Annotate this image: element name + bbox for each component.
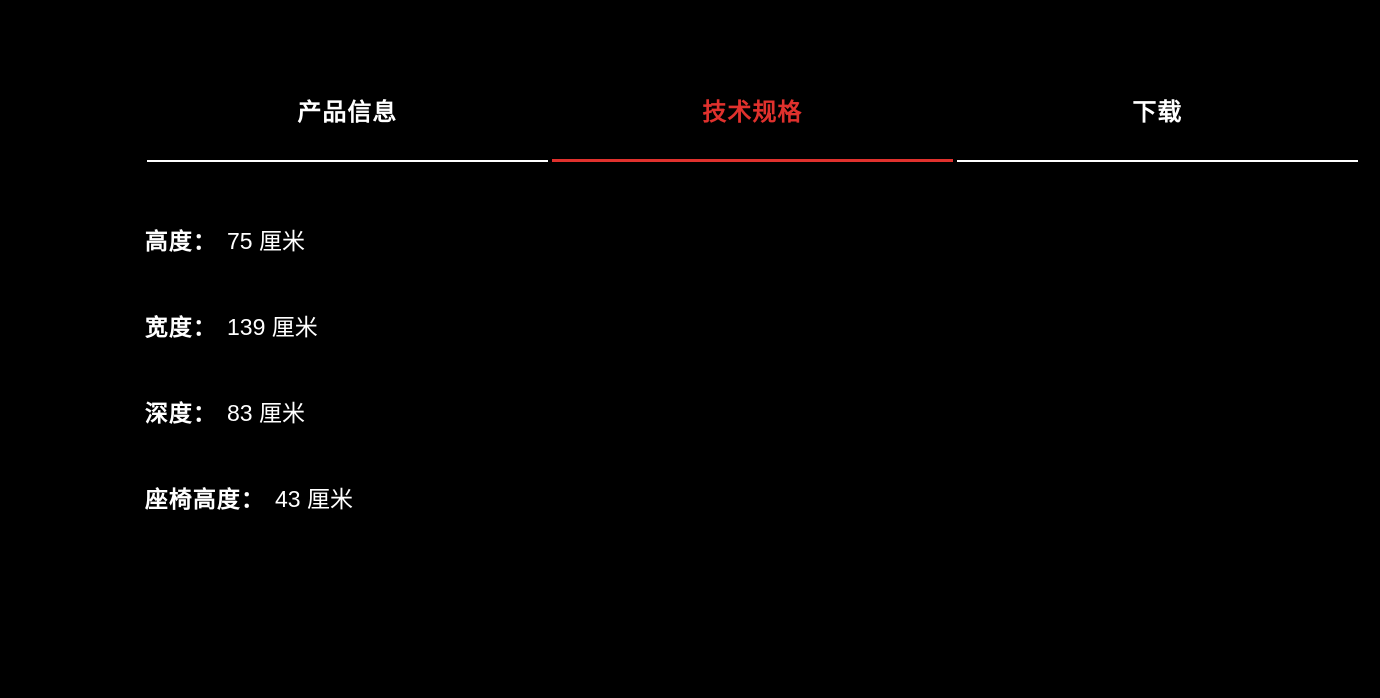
spec-value-seat-height: 43 厘米 <box>275 486 353 512</box>
tab-product-info[interactable]: 产品信息 <box>147 92 548 162</box>
spec-label-width: 宽度： <box>145 314 217 340</box>
tab-bar: 产品信息 技术规格 下载 <box>145 92 1360 162</box>
spec-row-seat-height: 座椅高度： 43 厘米 <box>145 488 1380 511</box>
spec-value-height: 75 厘米 <box>227 228 305 254</box>
tab-downloads[interactable]: 下载 <box>957 92 1358 162</box>
spec-label-height: 高度： <box>145 228 217 254</box>
spec-row-depth: 深度： 83 厘米 <box>145 402 1380 425</box>
spec-row-height: 高度： 75 厘米 <box>145 230 1380 253</box>
spec-label-seat-height: 座椅高度： <box>145 486 265 512</box>
spec-row-width: 宽度： 139 厘米 <box>145 316 1380 339</box>
spec-value-depth: 83 厘米 <box>227 400 305 426</box>
spec-value-width: 139 厘米 <box>227 314 318 340</box>
spec-label-depth: 深度： <box>145 400 217 426</box>
specs-list: 高度： 75 厘米 宽度： 139 厘米 深度： 83 厘米 座椅高度： 43 厘米 <box>145 230 1380 511</box>
tab-technical-specs[interactable]: 技术规格 <box>552 92 953 162</box>
